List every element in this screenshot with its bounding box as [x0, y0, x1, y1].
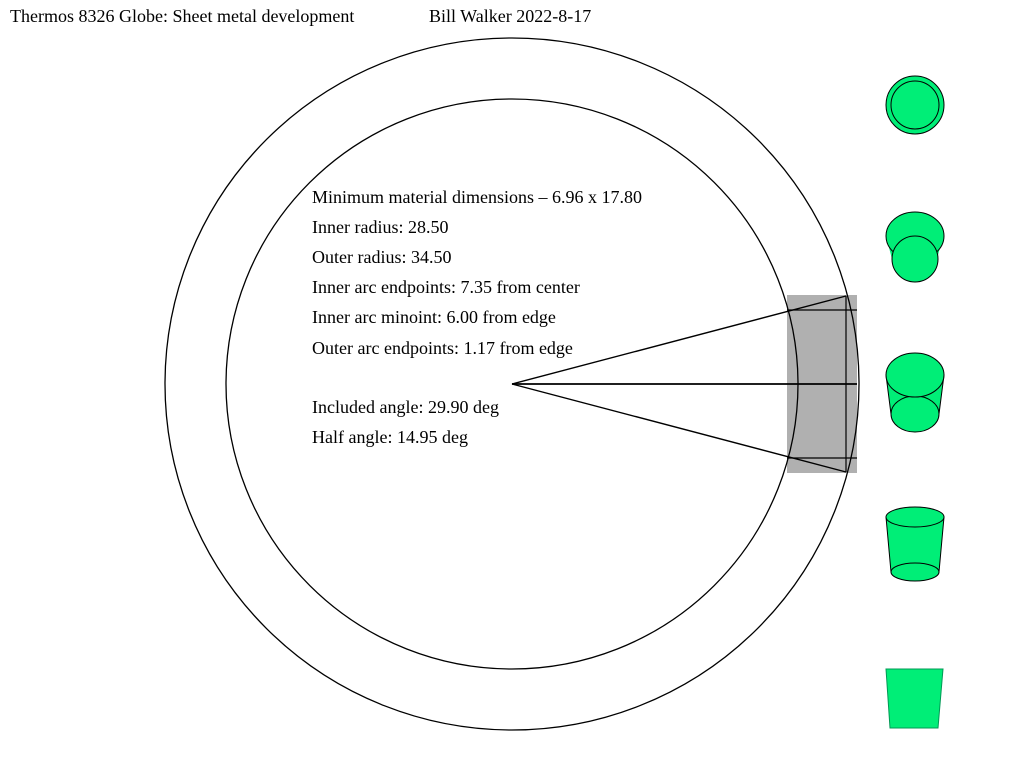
inner-radius-text: Inner radius: 28.50 — [312, 217, 449, 237]
cup-stage-4-icon — [885, 506, 945, 582]
outer-arc-endpoints-text: Outer arc endpoints: 1.17 from edge — [312, 338, 573, 358]
sector-upper-radius — [511, 295, 847, 385]
sector-lower-radius — [511, 383, 847, 473]
cup-stage-2-icon — [885, 211, 945, 283]
half-angle-text: Half angle: 14.95 deg — [312, 427, 468, 447]
page-title: Thermos 8326 Globe: Sheet metal developm… — [10, 6, 355, 26]
inner-arc-endpoints-text: Inner arc endpoints: 7.35 from center — [312, 277, 580, 297]
cup-stage-3-icon — [885, 352, 945, 433]
cup-stage-5-icon — [885, 668, 944, 729]
included-angle-text: Included angle: 29.90 deg — [312, 397, 499, 417]
outer-radius-text: Outer radius: 34.50 — [312, 247, 452, 267]
author-date: Bill Walker 2022-8-17 — [429, 6, 592, 26]
min-material-text: Minimum material dimensions – 6.96 x 17.… — [312, 187, 642, 207]
inner-arc-minpoint-text: Inner arc minoint: 6.00 from edge — [312, 307, 556, 327]
cup-stage-1-icon — [885, 75, 945, 135]
outer-circle — [164, 37, 860, 731]
